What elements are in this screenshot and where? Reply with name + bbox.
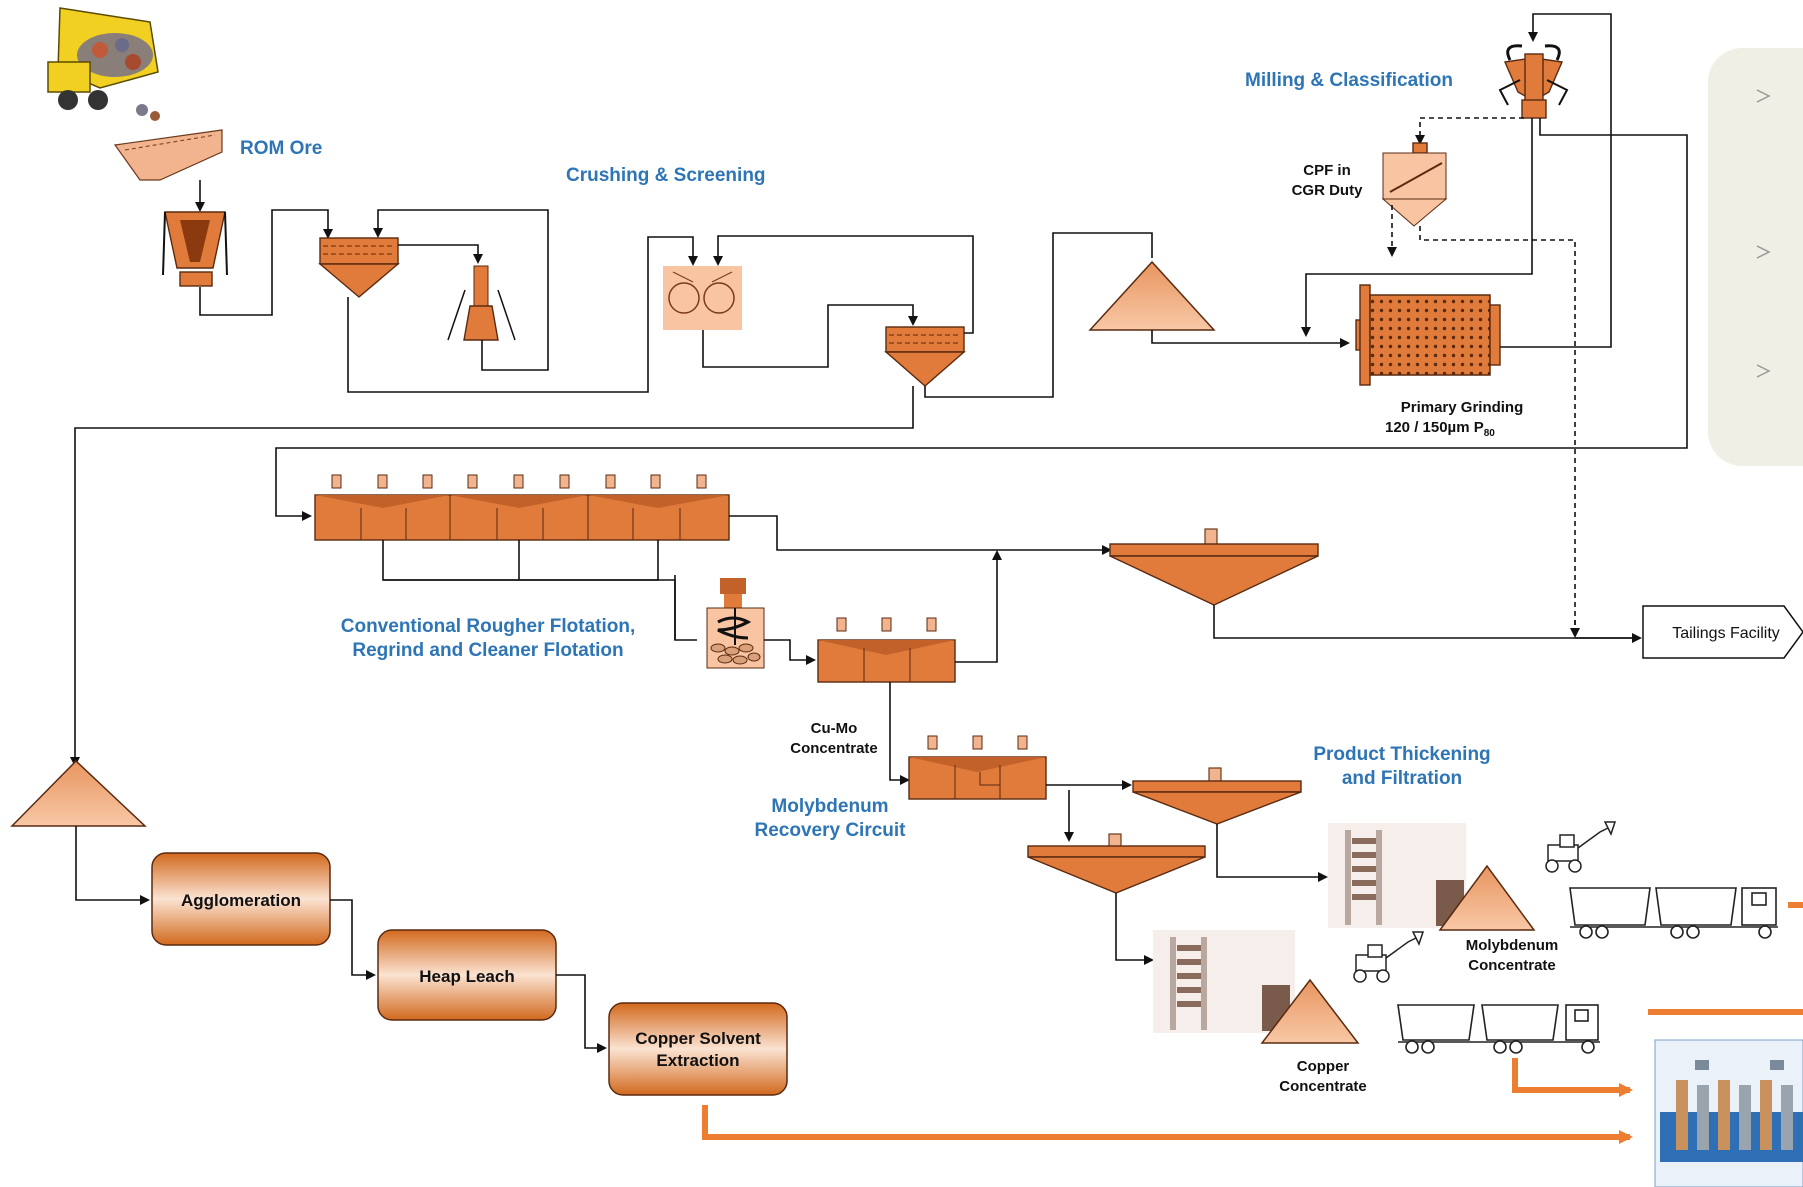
- tailings-thickener: [1109, 528, 1319, 606]
- rom-hopper: [113, 129, 223, 181]
- copper-thickener: [1027, 833, 1206, 894]
- section-milling: Milling & Classification: [1245, 70, 1453, 91]
- copper-concentrate-pile: [1260, 978, 1360, 1044]
- heap-leach-box: Heap Leach: [377, 929, 557, 1021]
- moly-concentrate-pile: [1438, 864, 1536, 931]
- cpf-cell: [1381, 142, 1448, 227]
- heap-leach-stockpile: [10, 759, 147, 827]
- haul-truck-icon-2: [1397, 1004, 1600, 1054]
- mill-feed-stockpile: [1088, 260, 1216, 331]
- label-copper-concentrate: Copper: [1297, 1058, 1350, 1075]
- rougher-flotation-bank: [314, 474, 730, 541]
- section-product-line1: Product Thickening: [1313, 744, 1490, 765]
- section-flotation-line2: Regrind and Cleaner Flotation: [352, 640, 623, 661]
- screen-1: [318, 237, 400, 298]
- label-agglomeration: Agglomeration: [181, 891, 301, 910]
- label-cpf: CPF in: [1303, 162, 1351, 179]
- loader-icon-2: [1353, 931, 1425, 983]
- section-rom-ore: ROM Ore: [240, 138, 322, 159]
- label-cumo: Cu-Mo: [811, 720, 858, 737]
- hpgr-crusher: [663, 266, 742, 330]
- label-moly-concentrate-2: Concentrate: [1468, 957, 1556, 974]
- label-copper-solvent: Copper Solvent: [635, 1029, 761, 1048]
- notes-panel: [1708, 48, 1803, 466]
- regrind-mill: [706, 578, 765, 669]
- label-tailings-facility: Tailings Facility: [1672, 625, 1780, 642]
- screen-2: [884, 326, 966, 387]
- primary-crusher: [162, 211, 228, 287]
- copper-filter-press-icon: [1153, 930, 1295, 1033]
- tailings-facility-node: Tailings Facility: [1642, 605, 1803, 659]
- label-copper-concentrate-2: Concentrate: [1279, 1078, 1367, 1095]
- label-heap-leach: Heap Leach: [419, 967, 514, 986]
- cleaner-flotation-bank: [817, 617, 956, 683]
- moly-filter-press-icon: [1328, 823, 1466, 928]
- agglomeration-box: Agglomeration: [151, 852, 331, 946]
- label-grind-size: 120 / 150µm P80: [1385, 419, 1495, 439]
- label-extraction: Extraction: [656, 1051, 739, 1070]
- secondary-cone-crusher: [447, 265, 516, 341]
- electrowinning-icon: [1654, 1039, 1803, 1187]
- section-moly-line2: Recovery Circuit: [754, 820, 906, 841]
- copper-sx-box: Copper Solvent Extraction: [608, 1002, 788, 1096]
- primary-ball-mill: [1355, 284, 1501, 386]
- loader-icon: [1545, 821, 1617, 873]
- svg-text:CGR Duty: CGR Duty: [1292, 182, 1363, 199]
- moly-flotation-bank: [908, 735, 1047, 800]
- cyclone-cluster: [1498, 44, 1569, 119]
- section-moly-line1: Molybdenum: [771, 796, 888, 817]
- section-crushing: Crushing & Screening: [566, 165, 766, 186]
- label-primary-grinding: Primary Grinding: [1401, 399, 1524, 416]
- label-moly-concentrate: Molybdenum: [1466, 937, 1559, 954]
- moly-thickener: [1132, 767, 1302, 825]
- dump-truck-icon: [47, 7, 160, 121]
- section-product-line2: and Filtration: [1342, 768, 1462, 789]
- haul-truck-icon: [1569, 887, 1778, 939]
- section-flotation-line1: Conventional Rougher Flotation,: [341, 616, 635, 637]
- label-cumo-concentrate: Concentrate: [790, 740, 878, 757]
